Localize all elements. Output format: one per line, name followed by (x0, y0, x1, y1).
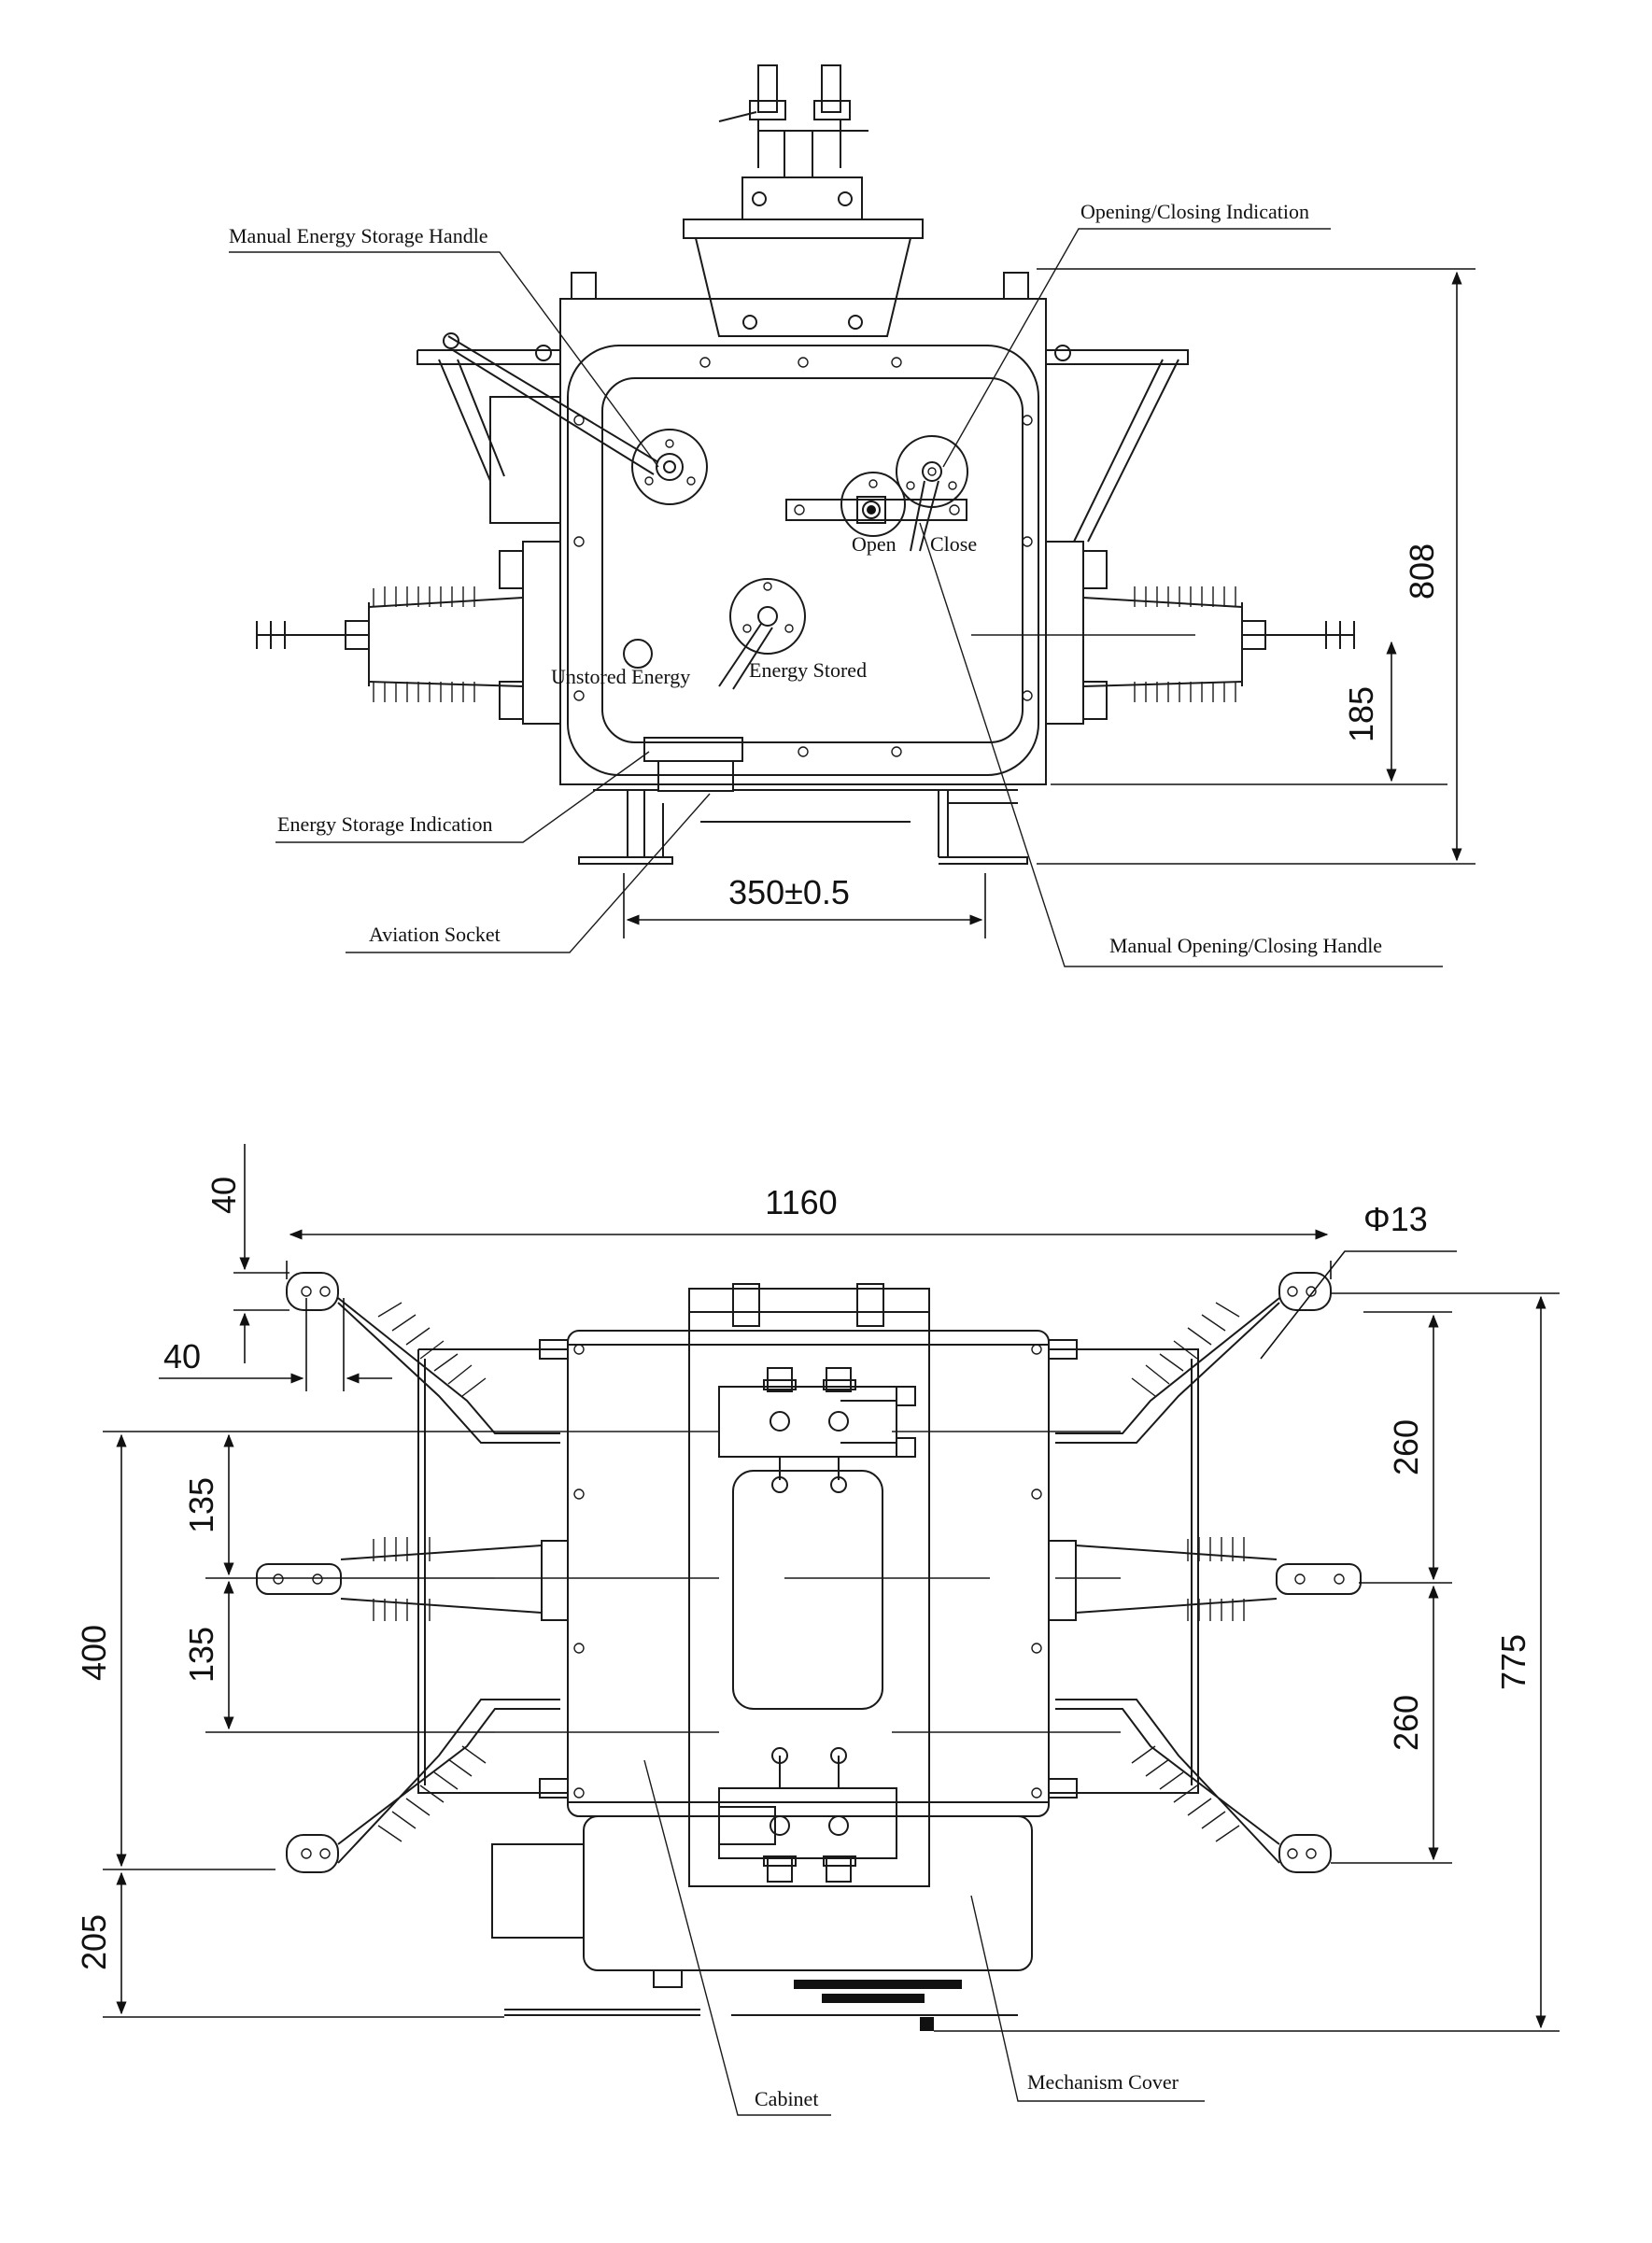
front-view: 808 185 350±0.5 Manual Energy Storage Ha… (229, 64, 1476, 967)
label-unstored-energy: Unstored Energy (551, 665, 690, 688)
dim-350-text: 350±0.5 (728, 873, 850, 911)
front-left-bushing (256, 541, 561, 725)
dim-808: 808 (1037, 268, 1476, 865)
top-view: 1160 40 40 Φ13 (75, 1144, 1560, 2116)
dim-775-text: 775 (1494, 1634, 1532, 1690)
label-close: Close (930, 532, 977, 556)
dim-1160-text: 1160 (765, 1183, 837, 1221)
dim-left-stack: 135 135 400 205 (75, 1431, 504, 2018)
label-aviation-socket: Aviation Socket (369, 923, 501, 946)
front-leaders: Manual Energy Storage Handle Opening/Clo… (229, 200, 1443, 967)
label-manual-energy-storage-handle: Manual Energy Storage Handle (229, 224, 488, 247)
dim-350: 350±0.5 (623, 873, 986, 938)
dim-400-text: 400 (75, 1625, 113, 1681)
label-manual-opening-closing-handle: Manual Opening/Closing Handle (1109, 934, 1382, 957)
dim-260-lower-text: 260 (1387, 1695, 1425, 1751)
top-mechanism-cover (688, 1283, 930, 1887)
dim-phi13: Φ13 (1260, 1200, 1457, 1360)
dim-135-lower-text: 135 (182, 1627, 220, 1683)
label-energy-stored: Energy Stored (749, 658, 867, 682)
manual-energy-storage-handle (443, 332, 708, 505)
label-mechanism-cover: Mechanism Cover (1027, 2070, 1179, 2094)
dim-40-vertical-text: 40 (205, 1177, 243, 1214)
front-right-bushing (971, 541, 1355, 725)
dim-40-horizontal-text: 40 (163, 1337, 201, 1375)
dim-phi13-text: Φ13 (1363, 1200, 1428, 1238)
label-opening-closing-indication: Opening/Closing Indication (1080, 200, 1309, 223)
dim-185-text: 185 (1342, 686, 1380, 742)
dim-260-upper-text: 260 (1387, 1419, 1425, 1475)
open-close-handle (785, 472, 967, 537)
dim-205-text: 205 (75, 1914, 113, 1970)
energy-storage-indicator (623, 578, 806, 690)
dim-185: 185 (1051, 641, 1447, 785)
front-base (560, 737, 1046, 865)
top-cabinet (491, 1330, 1050, 1971)
top-right-bushings (1048, 1272, 1362, 1873)
top-left-bushings (256, 1272, 569, 1873)
label-cabinet: Cabinet (755, 2087, 818, 2110)
label-open: Open (852, 532, 897, 556)
dim-right-stack: 260 260 775 (934, 1292, 1560, 2032)
label-energy-storage-indication: Energy Storage Indication (277, 812, 493, 836)
dim-808-text: 808 (1403, 543, 1441, 600)
top-leaders: Cabinet Mechanism Cover (643, 1759, 1205, 2116)
dim-135-upper-text: 135 (182, 1477, 220, 1533)
opening-closing-indicator (896, 435, 968, 552)
front-top-terminal (683, 64, 924, 337)
dim-40-vertical: 40 (205, 1144, 289, 1363)
dim-1160: 1160 (286, 1183, 1332, 1279)
dim-40-horizontal: 40 (159, 1298, 392, 1391)
